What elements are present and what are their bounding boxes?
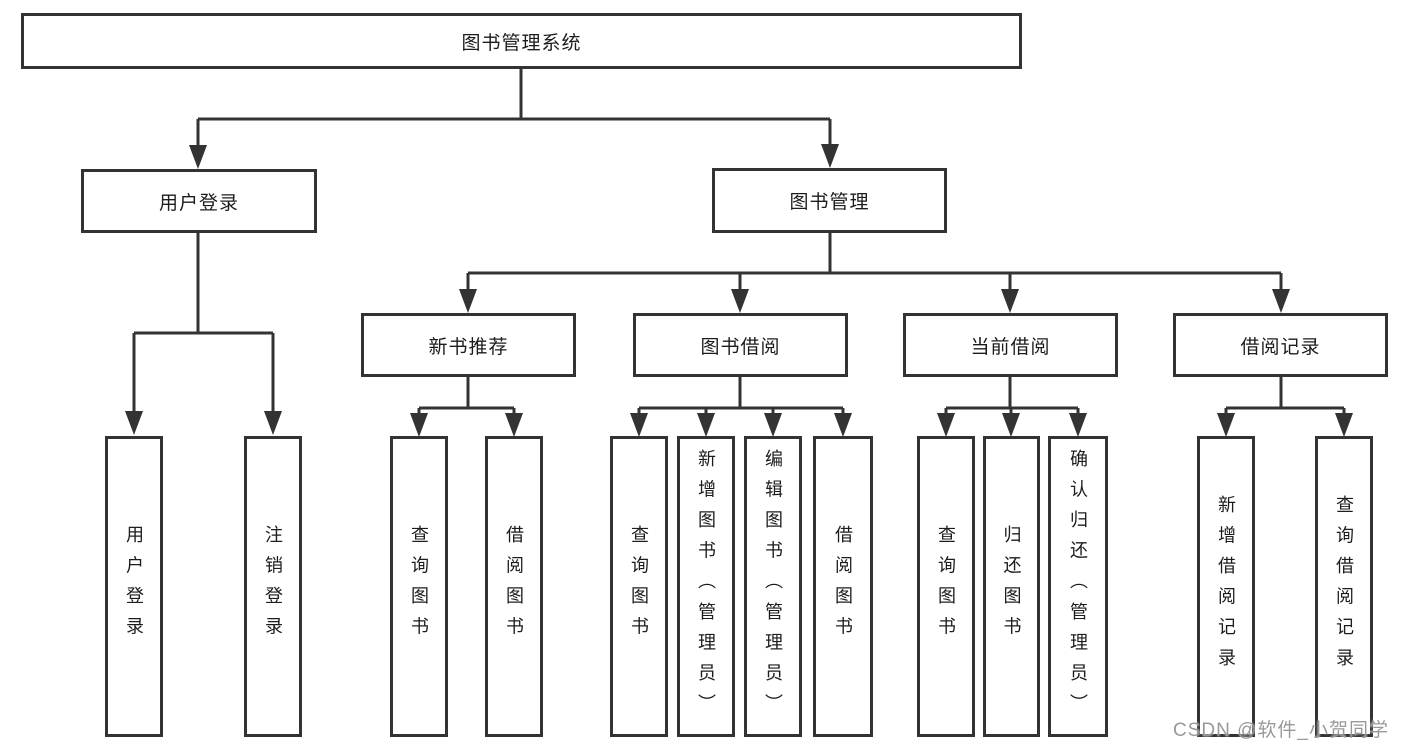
leaf-edit-books-admin: 编辑图书（管理员） — [744, 436, 802, 737]
node-book-management-label: 图书管理 — [789, 192, 870, 213]
node-user-login: 用户登录 — [81, 169, 317, 233]
node-root: 图书管理系统 — [21, 13, 1022, 69]
leaf-edit-books-admin-label: 编辑图书（管理员） — [763, 448, 783, 725]
leaf-borrow-books-2-label: 借阅图书 — [833, 525, 853, 648]
leaf-query-borrow-record: 查询借阅记录 — [1315, 436, 1373, 737]
leaf-add-borrow-record: 新增借阅记录 — [1197, 436, 1255, 737]
node-user-login-label: 用户登录 — [158, 192, 239, 214]
node-book-borrow-label: 图书借阅 — [700, 336, 781, 358]
leaf-query-books-2: 查询图书 — [610, 436, 668, 737]
leaf-return-books-label: 归还图书 — [1001, 525, 1022, 648]
leaf-logout: 注销登录 — [244, 436, 302, 737]
leaf-confirm-return-admin-label: 确认归还（管理员） — [1068, 448, 1088, 725]
leaf-logout-label: 注销登录 — [263, 525, 283, 648]
leaf-borrow-books-1-label: 借阅图书 — [504, 525, 524, 648]
leaf-query-books-3-label: 查询图书 — [936, 525, 956, 648]
node-book-management: 图书管理 — [712, 168, 947, 233]
leaf-query-borrow-record-label: 查询借阅记录 — [1334, 494, 1354, 679]
leaf-query-books-1: 查询图书 — [390, 436, 448, 737]
node-new-book-recommend: 新书推荐 — [361, 313, 576, 377]
node-root-label: 图书管理系统 — [461, 32, 582, 54]
leaf-borrow-books-2: 借阅图书 — [813, 436, 873, 737]
node-book-borrow: 图书借阅 — [633, 313, 848, 377]
leaf-query-books-3: 查询图书 — [917, 436, 975, 737]
arrowheads — [125, 144, 1353, 437]
csdn-watermark: CSDN @软件_小贺同学 — [1173, 720, 1389, 741]
leaf-borrow-books-1: 借阅图书 — [485, 436, 543, 737]
node-new-book-recommend-label: 新书推荐 — [428, 336, 509, 358]
leaf-return-books: 归还图书 — [983, 436, 1040, 737]
node-borrow-records-label: 借阅记录 — [1240, 336, 1321, 358]
leaf-user-login: 用户登录 — [105, 436, 163, 737]
node-current-borrow-label: 当前借阅 — [970, 336, 1051, 358]
leaf-query-books-2-label: 查询图书 — [629, 525, 649, 648]
node-current-borrow: 当前借阅 — [903, 313, 1118, 377]
leaf-add-books-admin: 新增图书（管理员） — [677, 436, 735, 737]
leaf-confirm-return-admin: 确认归还（管理员） — [1048, 436, 1108, 737]
leaf-add-borrow-record-label: 新增借阅记录 — [1216, 494, 1236, 679]
leaf-add-books-admin-label: 新增图书（管理员） — [696, 448, 716, 725]
leaf-query-books-1-label: 查询图书 — [409, 525, 429, 648]
node-borrow-records: 借阅记录 — [1173, 313, 1388, 377]
leaf-user-login-label: 用户登录 — [124, 525, 144, 648]
